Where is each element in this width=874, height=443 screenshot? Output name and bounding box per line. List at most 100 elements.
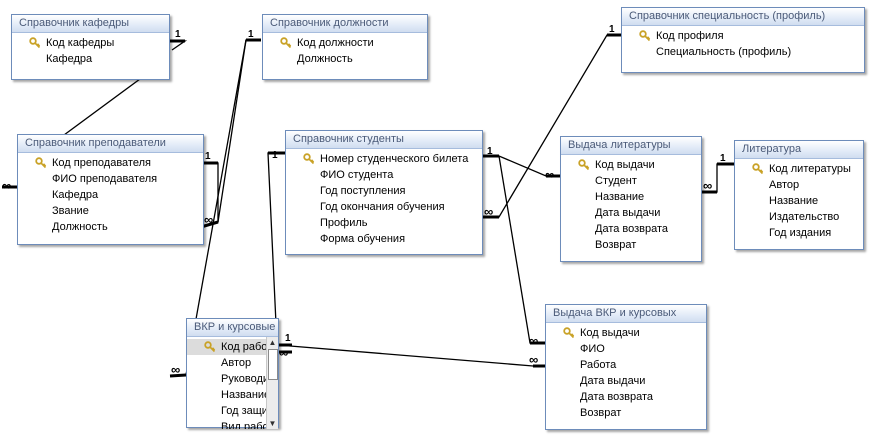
field-row[interactable]: ФИО xyxy=(546,341,706,357)
field-row[interactable]: Руководитель xyxy=(187,371,278,387)
relationship-line[interactable] xyxy=(700,163,734,193)
relationship-line[interactable] xyxy=(277,344,546,367)
field-list: Код должности Должность xyxy=(263,33,427,67)
field-row[interactable]: Код преподавателя xyxy=(18,155,203,171)
field-row[interactable]: ФИО преподавателя xyxy=(18,171,203,187)
field-list: Номер студенческого билета ФИО студента … xyxy=(286,149,482,247)
field-row[interactable]: Кафедра xyxy=(12,51,169,67)
cardinality-many-label: ∞ xyxy=(484,204,493,219)
vertical-scrollbar[interactable]: ▲ ▼ xyxy=(266,337,278,429)
field-row[interactable]: Код литературы xyxy=(735,161,863,177)
field-row[interactable]: Год окончания обучения xyxy=(286,199,482,215)
field-row[interactable]: Код профиля xyxy=(622,28,864,44)
field-row[interactable]: Дата возврата xyxy=(561,221,701,237)
field-row[interactable]: Название xyxy=(735,193,863,209)
field-row[interactable]: Автор xyxy=(735,177,863,193)
field-row[interactable]: Год поступления xyxy=(286,183,482,199)
table-title[interactable]: Справочник должности xyxy=(263,15,427,33)
field-name: Работа xyxy=(580,359,617,371)
field-name: Дата возврата xyxy=(580,391,654,403)
relationship-line[interactable] xyxy=(217,39,261,223)
table-title[interactable]: Справочник кафедры xyxy=(12,15,169,33)
field-list: Код кафедры Кафедра xyxy=(12,33,169,67)
table-prepodavateli[interactable]: Справочник преподаватели Код преподавате… xyxy=(17,134,204,245)
relationship-line[interactable] xyxy=(498,155,545,344)
field-row[interactable]: Код выдачи xyxy=(561,157,701,173)
table-title[interactable]: ВКР и курсовые xyxy=(187,319,278,337)
table-title[interactable]: Справочник студенты xyxy=(286,131,482,149)
field-row[interactable]: Дата выдачи xyxy=(561,205,701,221)
field-row[interactable]: Возврат xyxy=(546,405,706,421)
field-row[interactable]: Профиль xyxy=(286,215,482,231)
table-vkr[interactable]: ВКР и курсовые Код работы Автор Руководи… xyxy=(186,318,279,429)
table-title[interactable]: Выдача ВКР и курсовых xyxy=(546,305,706,323)
field-name: Должность xyxy=(297,53,353,65)
field-name: Дата выдачи xyxy=(580,375,646,387)
field-list: Код выдачи ФИО Работа Дата выдачи Дата в… xyxy=(546,323,706,421)
table-specialnosti[interactable]: Справочник специальность (профиль) Код п… xyxy=(621,7,865,73)
field-row[interactable]: Номер студенческого билета xyxy=(286,151,482,167)
key-icon xyxy=(303,153,315,165)
field-row[interactable]: Название xyxy=(187,387,278,403)
field-name: Название xyxy=(595,191,645,203)
field-row[interactable]: Код выдачи xyxy=(546,325,706,341)
table-vydacha-vkr[interactable]: Выдача ВКР и курсовых Код выдачи ФИО Раб… xyxy=(545,304,707,430)
table-studenty[interactable]: Справочник студенты Номер студенческого … xyxy=(285,130,483,255)
field-row[interactable]: Название xyxy=(561,189,701,205)
table-title[interactable]: Выдача литературы xyxy=(561,137,701,155)
field-row[interactable]: Код кафедры xyxy=(12,35,169,51)
field-name: Специальность (профиль) xyxy=(656,46,792,58)
field-row[interactable]: Форма обучения xyxy=(286,231,482,247)
field-row[interactable]: Дата выдачи xyxy=(546,373,706,389)
table-title[interactable]: Справочник специальность (профиль) xyxy=(622,8,864,26)
key-icon xyxy=(280,37,292,49)
relationship-line[interactable] xyxy=(171,40,188,51)
table-dolzhnosti[interactable]: Справочник должности Код должности Должн… xyxy=(262,14,428,80)
table-title[interactable]: Справочник преподаватели xyxy=(18,135,203,153)
field-name: Автор xyxy=(769,179,800,191)
field-name: Год издания xyxy=(769,227,832,239)
field-row[interactable]: Должность xyxy=(263,51,427,67)
field-row[interactable]: Кафедра xyxy=(18,187,203,203)
field-name: Кафедра xyxy=(46,53,93,65)
cardinality-many-label: ∞ xyxy=(204,212,213,227)
field-row[interactable]: Студент xyxy=(561,173,701,189)
table-kafedry[interactable]: Справочник кафедры Код кафедры Кафедра xyxy=(11,14,170,80)
field-name: Год защиты xyxy=(221,405,278,417)
cardinality-many-label: ∞ xyxy=(279,345,288,360)
field-row[interactable]: Год издания xyxy=(735,225,863,241)
field-name: Код кафедры xyxy=(46,37,115,49)
field-row[interactable]: Звание xyxy=(18,203,203,219)
field-row[interactable]: Код должности xyxy=(263,35,427,51)
field-row[interactable]: Должность xyxy=(18,219,203,235)
table-literatura[interactable]: Литература Код литературы Автор Название… xyxy=(734,140,864,250)
scroll-down-arrow-icon[interactable]: ▼ xyxy=(268,419,277,428)
field-row[interactable]: ФИО студента xyxy=(286,167,482,183)
scroll-up-arrow-icon[interactable]: ▲ xyxy=(268,338,277,347)
field-row[interactable]: Автор xyxy=(187,355,278,371)
field-name: Название xyxy=(221,389,271,401)
cardinality-many-label: ∞ xyxy=(2,178,11,193)
field-row[interactable]: Год защиты xyxy=(187,403,278,419)
field-row[interactable]: Вид работы xyxy=(187,419,278,429)
field-row[interactable]: Дата возврата xyxy=(546,389,706,405)
field-name: Код выдачи xyxy=(595,159,655,171)
table-title[interactable]: Литература xyxy=(735,141,863,159)
field-name: Код профиля xyxy=(656,30,724,42)
relationship-line[interactable] xyxy=(482,155,560,177)
table-vydacha-literatury[interactable]: Выдача литературы Код выдачи Студент Наз… xyxy=(560,136,702,262)
cardinality-one-label: 1 xyxy=(248,29,254,40)
field-row[interactable]: Код работы xyxy=(187,339,278,355)
scrollbar-thumb[interactable] xyxy=(268,349,278,380)
field-row[interactable]: Издательство xyxy=(735,209,863,225)
field-row[interactable]: Специальность (профиль) xyxy=(622,44,864,60)
key-icon xyxy=(578,159,590,171)
relationship-line[interactable] xyxy=(63,78,141,136)
field-name: Возврат xyxy=(580,407,622,419)
cardinality-one-label: 1 xyxy=(720,153,726,164)
field-row[interactable]: Возврат xyxy=(561,237,701,253)
field-row[interactable]: Работа xyxy=(546,357,706,373)
key-icon xyxy=(35,157,47,169)
field-name: Форма обучения xyxy=(320,233,406,245)
field-name: Год окончания обучения xyxy=(320,201,445,213)
